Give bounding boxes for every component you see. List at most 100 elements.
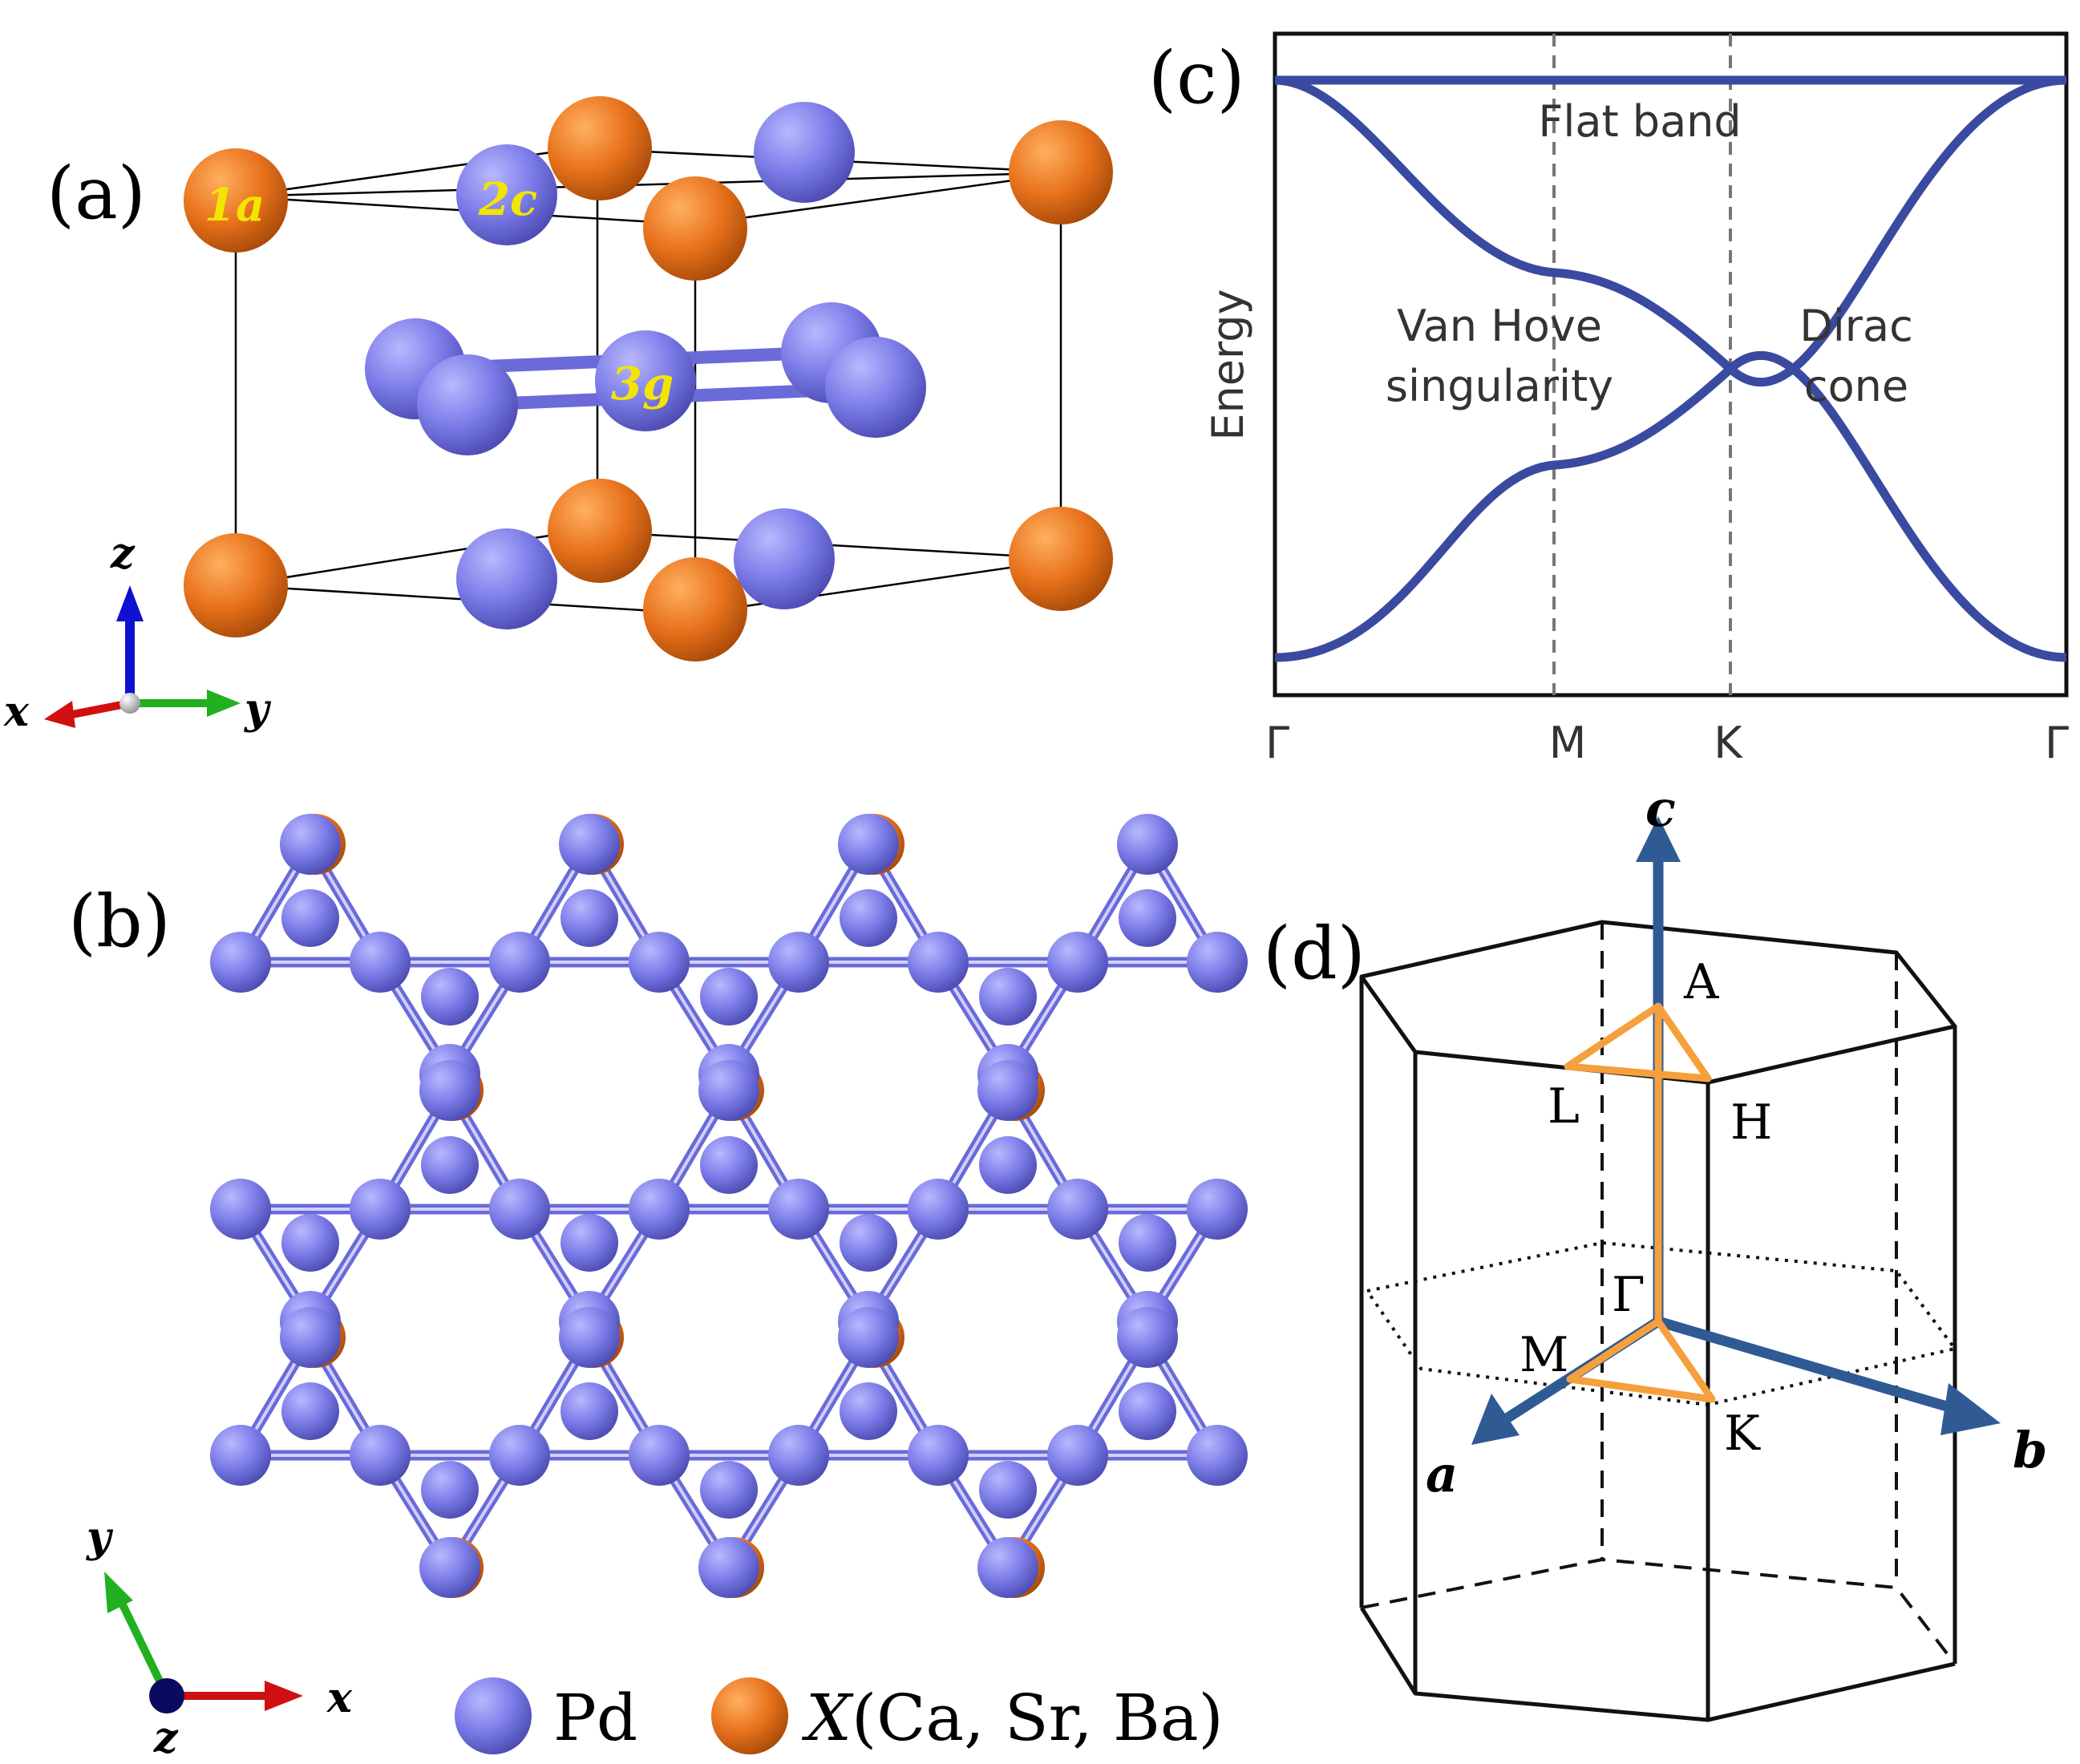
mid-plane-hexagon [1364,1240,1958,1407]
vhs-label-line1: Van Hove [1397,301,1602,351]
pd-atom [840,1382,897,1440]
pd-atom [419,1060,480,1121]
pd-atom [768,1179,829,1240]
vector-a-arrowhead [1471,1394,1520,1445]
pd-atom [210,932,271,993]
pd-atom [908,1425,969,1486]
axis-z-label-b: z [153,1713,179,1762]
point-h: H [1730,1094,1772,1151]
vector-b-arrowhead [1940,1383,2001,1435]
axis-x-label-b: x [326,1673,353,1722]
pd-atom [421,968,479,1026]
pd-atom [1187,1179,1248,1240]
pd-atom [560,1382,618,1440]
pd-atom [700,1461,758,1519]
pd-atom [419,1537,480,1598]
point-gamma: Γ [1612,1267,1645,1323]
pd-atom [979,1461,1037,1519]
x-atom [643,176,747,281]
x-atom [548,479,652,583]
pd-atom [1047,932,1108,993]
axis-y-label-b: y [86,1513,114,1562]
pd-atom [768,1425,829,1486]
pd-atom [754,102,855,203]
panel-a-unit-cell: (a) [3,96,1113,736]
axis-x-label-a: x [3,687,30,736]
pd-atom [1047,1425,1108,1486]
pd-atom [417,354,518,455]
pd-atom [979,1136,1037,1194]
pd-atom [908,1179,969,1240]
pd-atom [350,1179,411,1240]
pd-atom [1117,814,1178,875]
vector-c-arrowhead [1636,816,1681,862]
pd-atom [838,814,899,875]
pd-atom [421,1461,479,1519]
pd-atom [421,1136,479,1194]
pd-atom [629,1179,690,1240]
point-k: K [1724,1406,1761,1462]
pd-atom [908,932,969,993]
point-l: L [1548,1078,1580,1135]
axis-z-label-a: z [110,529,136,578]
pd-atom [838,1307,899,1368]
legend-pd-label: Pd [553,1681,637,1755]
pd-atom [559,814,620,875]
panel-a-label: (a) [47,152,146,236]
axes-triad-a [44,585,241,728]
brillouin-zone-hidden-edges [1361,922,1957,1665]
axis-y-label-a: y [244,685,272,734]
pd-atom [489,932,550,993]
site-label-1a: 1a [204,179,265,232]
pd-atom [734,508,835,609]
pd-atom [979,968,1037,1026]
pd-atom [281,1382,339,1440]
pd-atom [1119,889,1176,947]
pd-atom [840,1214,897,1272]
pd-atom [595,330,696,431]
x-atom [184,533,288,637]
panel-d-brillouin-zone: (d) A [1263,779,2047,1722]
tick-gamma-right: Γ [2045,718,2069,768]
dirac-label-line2: cone [1804,361,1908,411]
panel-b-kagome-lattice: (b) y x z Pd X(Ca, Sr, Ba) [68,814,1248,1762]
pd-atom [1187,1425,1248,1486]
pd-atom [977,1537,1038,1598]
flat-band-label: Flat band [1538,96,1741,147]
high-symmetry-path [1564,1002,1716,1403]
point-m: M [1520,1327,1568,1383]
axis-b-label: b [2013,1421,2047,1479]
pd-atom [1119,1214,1176,1272]
pd-atom [559,1307,620,1368]
pd-atom [280,1307,341,1368]
panel-b-label: (b) [68,880,171,964]
x-atom [1009,120,1113,225]
pd-atom [698,1060,759,1121]
tick-k: K [1714,718,1743,768]
axis-c-label: c [1645,779,1676,838]
x-atom [1009,507,1113,611]
site-label-3g: 3g [611,358,674,411]
tick-m: M [1549,718,1587,768]
x-atom [548,96,652,200]
pd-atom [350,1425,411,1486]
panel-c-label: (c) [1148,36,1245,120]
pd-atom [456,144,557,245]
pd-atom [281,1214,339,1272]
pd-atom [210,1425,271,1486]
energy-axis-label: Energy [1203,289,1253,440]
band-upper [1274,75,2067,387]
pd-atom [489,1425,550,1486]
plot-frame [1273,31,2069,698]
axes-triad-b [104,1572,303,1713]
kagome-atoms [210,814,1248,1598]
panel-c-band-structure: (c) Flat band Van Hove singularity Dirac… [1148,31,2069,768]
pd-atom [840,889,897,947]
legend-pd-swatch [455,1677,532,1754]
pd-atom [280,814,341,875]
dirac-label-line1: Dirac [1799,301,1913,351]
pd-atom [489,1179,550,1240]
site-label-2c: 2c [478,173,537,226]
pd-atom [698,1537,759,1598]
pd-atom [350,932,411,993]
